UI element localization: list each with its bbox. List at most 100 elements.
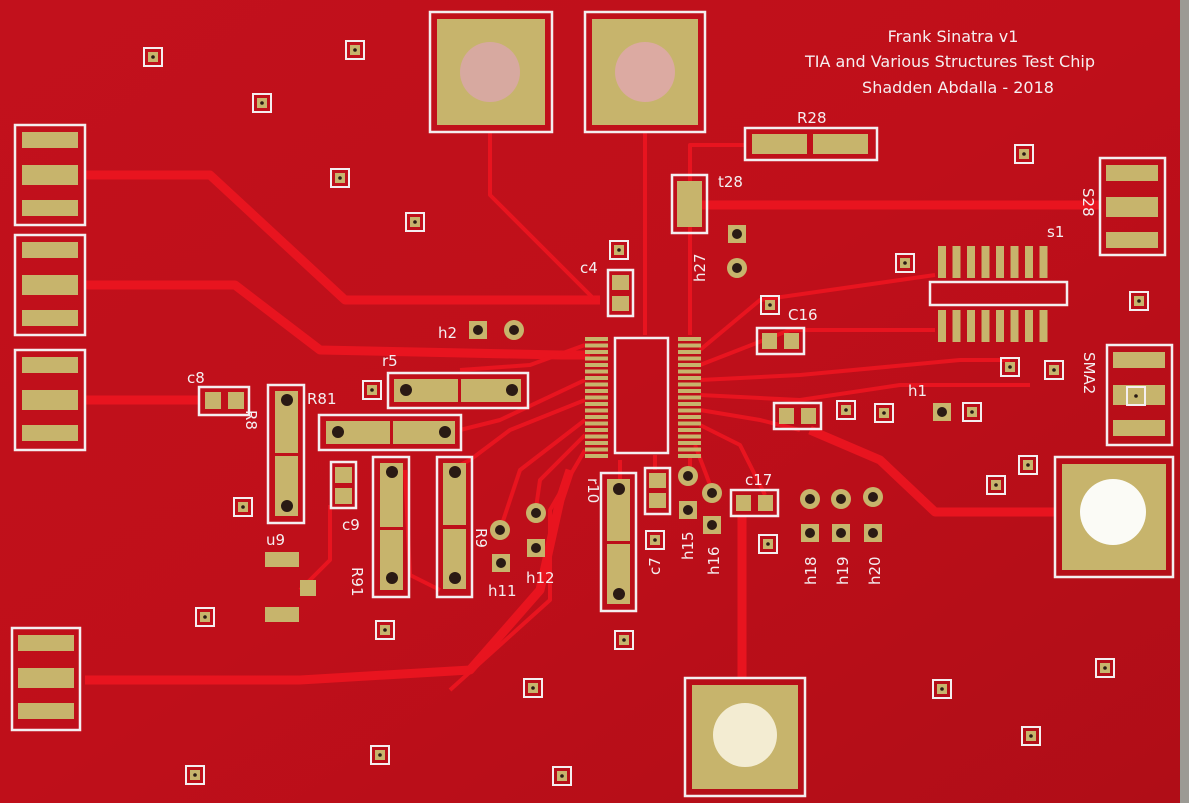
s1-pin <box>967 246 975 278</box>
label-s1: s1 <box>1047 223 1064 241</box>
test-point-hole <box>868 528 878 538</box>
board-title: Frank Sinatra v1 <box>888 27 1019 46</box>
ic-pin <box>678 382 701 387</box>
via-hole <box>940 687 944 691</box>
u9-pads <box>265 552 316 622</box>
test-point-hole <box>836 528 846 538</box>
small-2pad-footprint <box>772 401 823 431</box>
via-hole <box>882 411 886 415</box>
s1-footprint <box>938 246 1048 342</box>
edge-connector-s28 <box>1098 156 1167 257</box>
via-hole <box>1029 734 1033 738</box>
label-R8: R8 <box>242 410 260 430</box>
label-h12: h12 <box>526 569 555 587</box>
via-hole <box>203 615 207 619</box>
via-hole <box>653 538 657 542</box>
ic-pin <box>585 356 608 361</box>
ic-pin <box>585 441 608 445</box>
via-outline <box>523 678 543 698</box>
ic-pin <box>585 421 608 426</box>
r9-footprint <box>435 455 474 599</box>
via-hole <box>531 686 535 690</box>
r5-footprint <box>386 371 530 410</box>
r91-footprint <box>371 455 411 599</box>
label-h20: h20 <box>866 556 884 585</box>
via-outline <box>1044 360 1064 380</box>
traces <box>85 132 1100 692</box>
via-outline <box>836 400 856 420</box>
test-point-hole <box>937 407 947 417</box>
s1-pin <box>981 246 990 278</box>
ic-pin <box>585 363 608 367</box>
ic-pin <box>585 369 608 374</box>
label-r5: r5 <box>382 352 398 370</box>
via-outline <box>370 745 390 765</box>
label-h19: h19 <box>834 556 852 585</box>
test-point-hole <box>836 494 846 504</box>
via-outline <box>552 766 572 786</box>
via-hole <box>1052 368 1056 372</box>
ic-pin <box>585 350 608 354</box>
via-outline <box>1018 455 1038 475</box>
r28-footprint <box>743 126 879 162</box>
via-hole <box>903 261 907 265</box>
via-outline <box>185 765 205 785</box>
ic-pin <box>678 415 701 419</box>
label-h18: h18 <box>802 556 820 585</box>
test-point-hole <box>868 492 878 502</box>
s1-outline <box>928 280 1069 307</box>
via-hole <box>1008 365 1012 369</box>
ic-pin <box>585 454 608 458</box>
test-point-hole <box>531 508 541 518</box>
ic-pin <box>678 447 701 452</box>
board-author: Shadden Abdalla - 2018 <box>862 78 1054 97</box>
via-hole <box>970 410 974 414</box>
via-hole <box>1022 152 1026 156</box>
mount-pad-bottom <box>683 676 807 798</box>
s1-pin <box>981 310 990 342</box>
test-point-hole <box>732 229 742 239</box>
s1-pin <box>1025 310 1033 342</box>
test-points <box>469 225 951 572</box>
test-point-hole <box>707 488 717 498</box>
ic-pin <box>678 376 701 380</box>
via-hole <box>1134 394 1138 398</box>
ic-pin <box>678 434 701 439</box>
ic-pin <box>678 369 701 374</box>
label-SMA2: SMA2 <box>1080 352 1098 394</box>
via-outline <box>932 679 952 699</box>
test-point-hole <box>683 471 693 481</box>
ic-pin <box>585 428 608 432</box>
ic-pin <box>585 434 608 439</box>
ic-pin <box>678 356 701 361</box>
edge-connector-left-3 <box>13 348 87 452</box>
ic-pin <box>585 337 608 341</box>
c16-footprint <box>755 326 806 356</box>
via-outline <box>962 402 982 422</box>
via-outline <box>895 253 915 273</box>
test-point-hole <box>683 505 693 515</box>
s1-pin <box>952 246 961 278</box>
via-hole <box>622 638 626 642</box>
label-u9: u9 <box>266 531 285 549</box>
via-hole <box>241 505 245 509</box>
c7-footprint <box>643 466 672 516</box>
label-c17: c17 <box>745 471 772 489</box>
via-outline <box>874 403 894 423</box>
label-r10: r10 <box>584 478 602 503</box>
via-hole <box>766 542 770 546</box>
board-subtitle: TIA and Various Structures Test Chip <box>804 52 1095 71</box>
label-R91: R91 <box>348 567 366 597</box>
label-c9: c9 <box>342 516 360 534</box>
via-outline <box>760 295 780 315</box>
via-outline <box>252 93 272 113</box>
test-point-hole <box>496 558 506 568</box>
via-hole <box>378 753 382 757</box>
center-ic-outline <box>613 336 670 455</box>
via-outline <box>1095 658 1115 678</box>
test-point-hole <box>473 325 483 335</box>
ic-pin <box>678 441 701 445</box>
label-t28: t28 <box>718 173 743 191</box>
label-c4: c4 <box>580 259 598 277</box>
via-hole <box>151 55 155 59</box>
